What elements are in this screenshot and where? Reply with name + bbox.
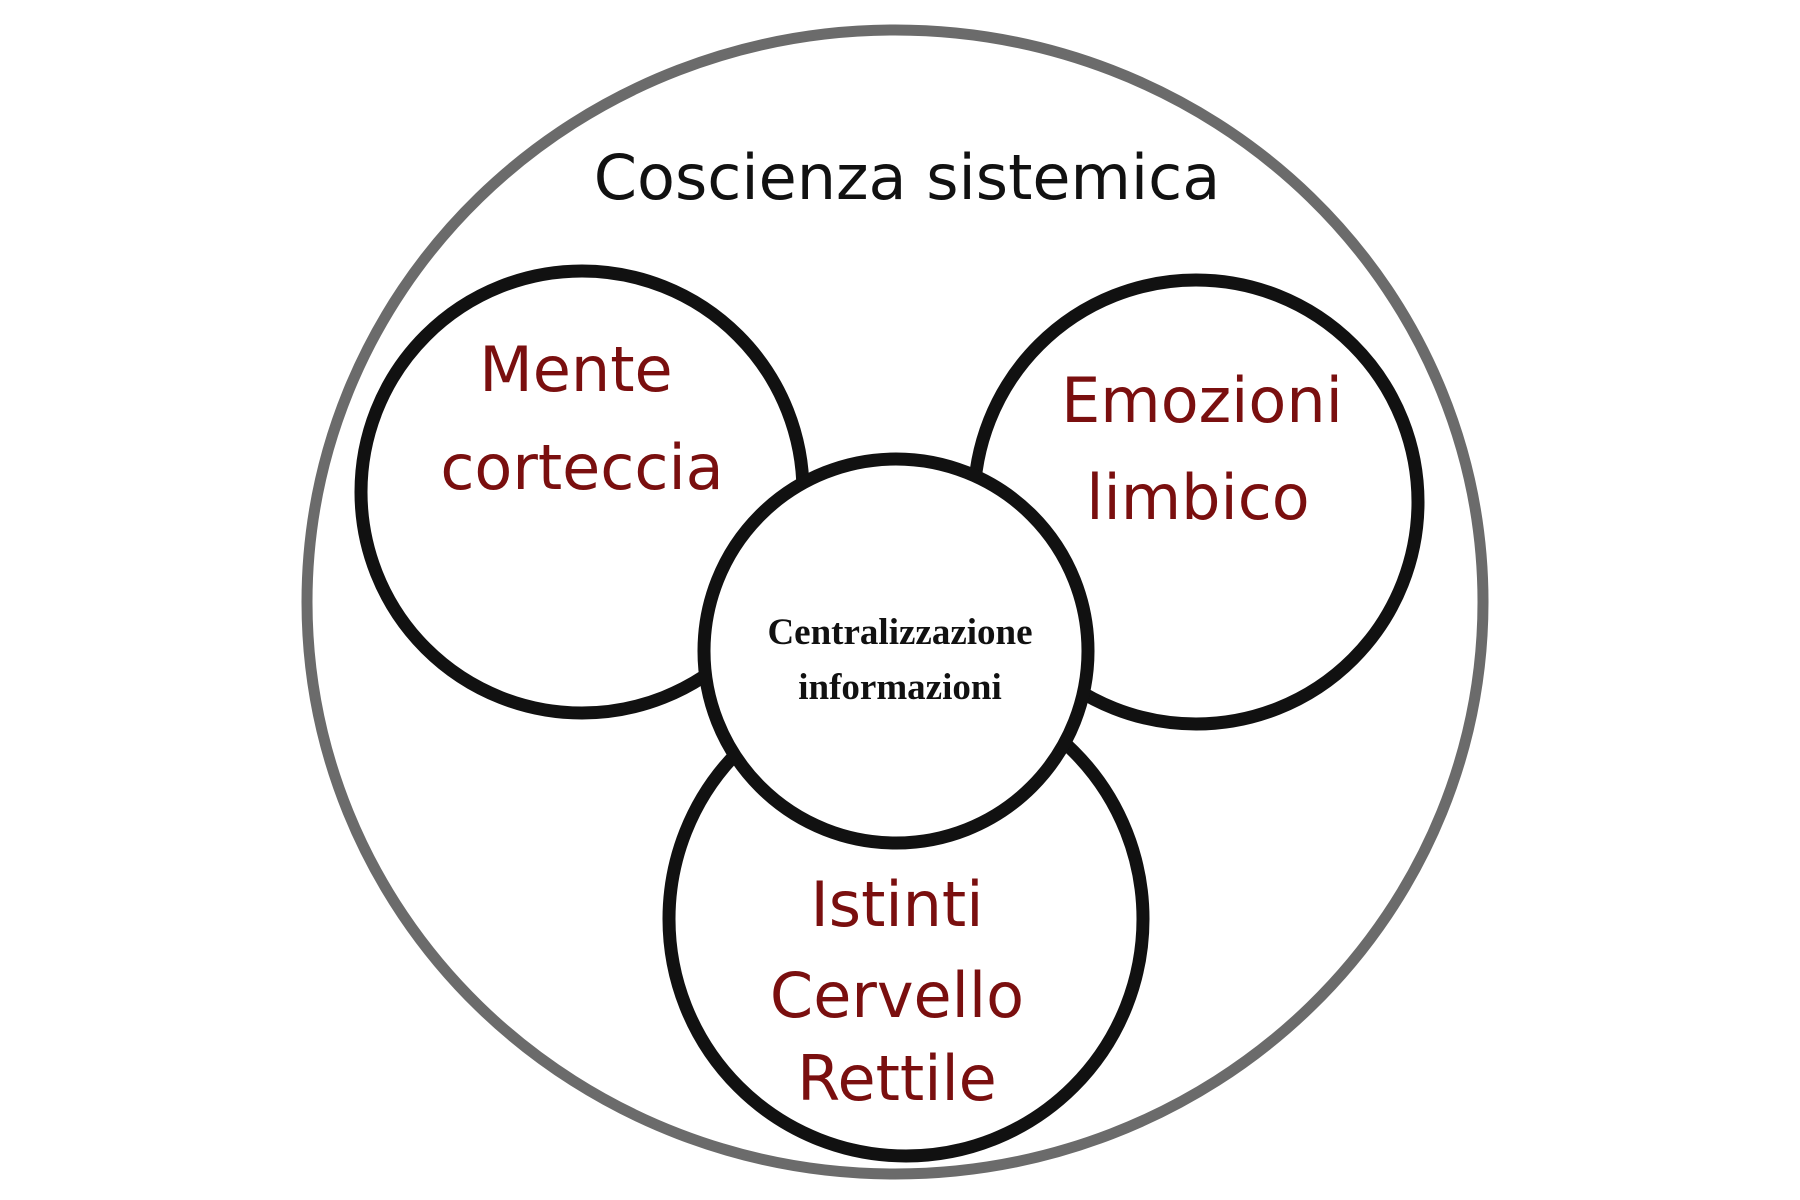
istinti-label-line-1: Istinti: [811, 868, 984, 941]
center-circle: [697, 452, 1095, 850]
outer-label: Coscienza sistemica: [594, 141, 1221, 214]
center-label-line-2: informazioni: [798, 667, 1001, 708]
mente-label-line-2: corteccia: [440, 431, 723, 504]
istinti-label-line-2: Cervello: [770, 959, 1024, 1032]
emozioni-label-line-1: Emozioni: [1061, 364, 1343, 437]
istinti-label-line-3: Rettile: [797, 1042, 997, 1115]
center-label-line-1: Centralizzazione: [767, 612, 1032, 653]
mente-label-line-1: Mente: [479, 333, 672, 406]
emozioni-label-line-2: limbico: [1086, 461, 1309, 534]
